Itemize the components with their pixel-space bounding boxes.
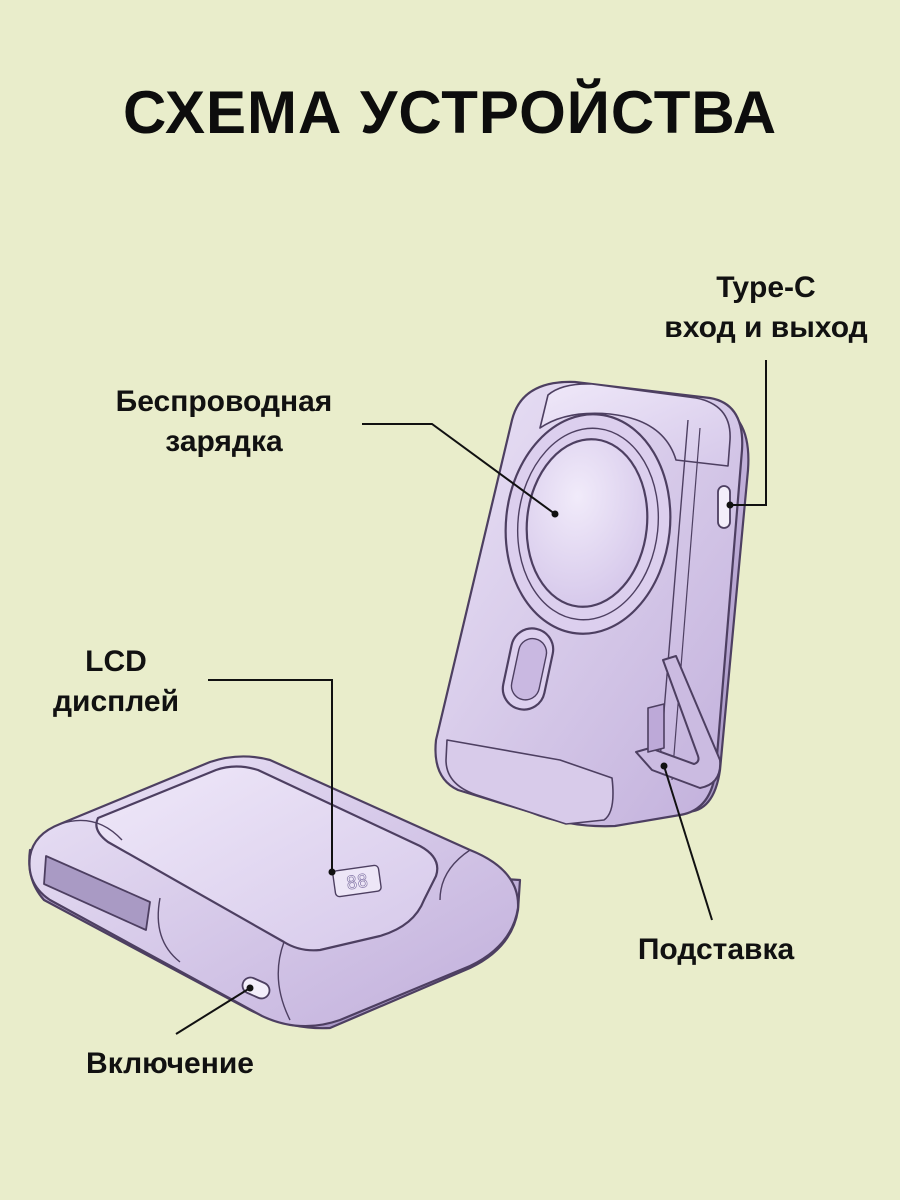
lcd-display (332, 864, 382, 898)
label-lcd-line1: LCD (85, 645, 147, 678)
lcd-display-value: 88 (345, 871, 369, 895)
power-button (241, 976, 271, 1000)
leader-wireless (362, 423, 556, 515)
leader-power (175, 987, 251, 1035)
leader-lcd (208, 679, 333, 872)
label-power-text: Включение (86, 1047, 254, 1080)
label-power: Включение (60, 1044, 280, 1084)
label-type-c-line2: вход и выход (664, 311, 868, 344)
wireless-charging-disc (525, 438, 649, 608)
standing-power-bank (434, 380, 750, 828)
leader-dots (246, 501, 734, 992)
label-wireless-line1: Беспроводная (115, 385, 333, 418)
lying-power-bank: 88 (28, 755, 522, 1030)
label-wireless-line2: зарядка (165, 425, 283, 458)
kickstand (635, 655, 722, 789)
leader-stand (663, 765, 713, 921)
label-lcd-line2: дисплей (52, 685, 180, 718)
label-type-c: Type-C вход и выход (646, 268, 886, 348)
label-lcd-display: LCD дисплей (26, 642, 206, 722)
label-wireless-charging: Беспроводная зарядка (94, 382, 354, 462)
label-stand-text: Подставка (637, 933, 795, 966)
label-stand: Подставка (616, 930, 816, 970)
label-type-c-line1: Type-C (716, 271, 816, 304)
leader-lines (175, 360, 767, 1035)
leader-type-c (730, 360, 767, 506)
page-title: СХЕМА УСТРОЙСТВА (122, 79, 778, 146)
lying-top-panel (95, 765, 439, 952)
